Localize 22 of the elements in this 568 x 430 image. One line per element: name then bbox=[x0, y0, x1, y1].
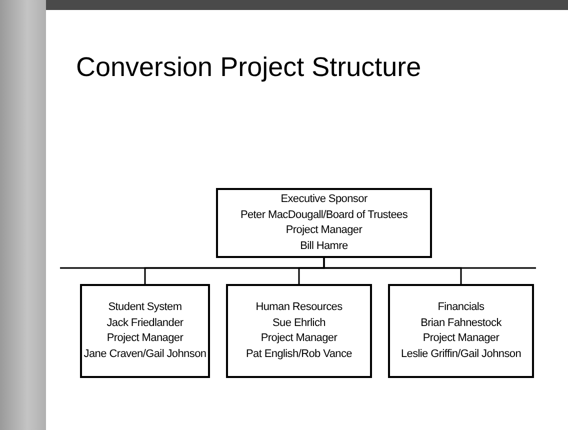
box-text: Project Manager bbox=[260, 331, 338, 346]
box-text: Student System bbox=[108, 300, 182, 315]
box-text: Financials bbox=[438, 300, 484, 315]
box-text: Peter MacDougall/Board of Trustees bbox=[240, 208, 408, 222]
box-text: Leslie Griffin/Gail Johnson bbox=[400, 346, 522, 362]
box-text: Sue Ehrlich bbox=[272, 316, 326, 330]
org-chart-box bbox=[388, 284, 534, 378]
slide-title: Conversion Project Structure bbox=[76, 52, 422, 83]
box-text: Brian Fahnestock bbox=[420, 316, 502, 330]
box-text: Project Manager bbox=[286, 223, 362, 238]
box-text: Project Manager bbox=[422, 331, 500, 346]
box-text: Bill Hamre bbox=[300, 238, 348, 254]
box-text: Project Manager bbox=[106, 331, 184, 346]
org-chart-box bbox=[226, 284, 372, 378]
box-text: Executive Sponsor bbox=[280, 192, 368, 207]
box-text: Pat English/Rob Vance bbox=[246, 346, 352, 362]
box-text: Jack Friedlander bbox=[106, 316, 184, 330]
org-chart-box bbox=[216, 188, 432, 258]
connector-line bbox=[323, 258, 462, 284]
org-chart-box bbox=[80, 284, 210, 378]
box-text: Jane Craven/Gail Johnson bbox=[84, 346, 206, 362]
box-text: Human Resources bbox=[256, 300, 342, 315]
